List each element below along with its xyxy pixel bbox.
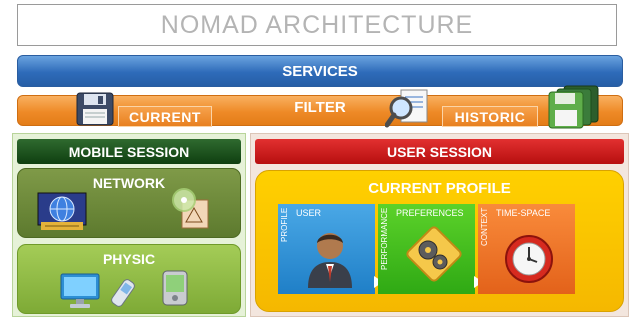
user-icon	[304, 226, 356, 288]
current-filter-tag[interactable]: CURRENT	[118, 106, 212, 127]
physic-label: PHYSIC	[102, 251, 156, 267]
floppy-disk-icon	[76, 92, 114, 126]
pda-device-icon	[162, 270, 188, 306]
performance-side-label: PERFORMANCE	[380, 208, 389, 271]
preferences-tile-title: PREFERENCES	[396, 208, 464, 218]
mobile-phone-icon	[108, 278, 138, 308]
services-bar: SERVICES	[17, 55, 623, 87]
historic-filter-tag[interactable]: HISTORIC	[442, 106, 538, 127]
current-profile-label: CURRENT PROFILE	[368, 180, 511, 197]
user-profile-tile: PROFILE USER	[278, 204, 375, 294]
network-label: NETWORK	[92, 175, 166, 191]
antenna-map-icon	[168, 186, 212, 230]
preferences-tile: PERFORMANCE PREFERENCES	[378, 204, 475, 294]
search-document-icon	[385, 88, 431, 128]
time-space-tile: CONTEXT TIME-SPACE	[478, 204, 575, 294]
network-monitor-icon	[37, 192, 87, 232]
filter-label: FILTER	[294, 99, 346, 116]
user-session-header: USER SESSION	[255, 139, 624, 164]
desktop-monitor-icon	[60, 273, 100, 309]
floppy-stack-icon	[546, 84, 602, 130]
gears-icon	[404, 224, 462, 286]
context-side-label: CONTEXT	[480, 208, 489, 247]
clock-icon	[504, 234, 554, 284]
time-space-tile-title: TIME-SPACE	[496, 208, 551, 218]
physic-box: PHYSIC	[17, 244, 241, 314]
profile-side-label: PROFILE	[280, 208, 289, 243]
page-title: NOMAD ARCHITECTURE	[17, 4, 617, 46]
mobile-session-header: MOBILE SESSION	[17, 139, 241, 164]
user-tile-title: USER	[296, 208, 322, 218]
